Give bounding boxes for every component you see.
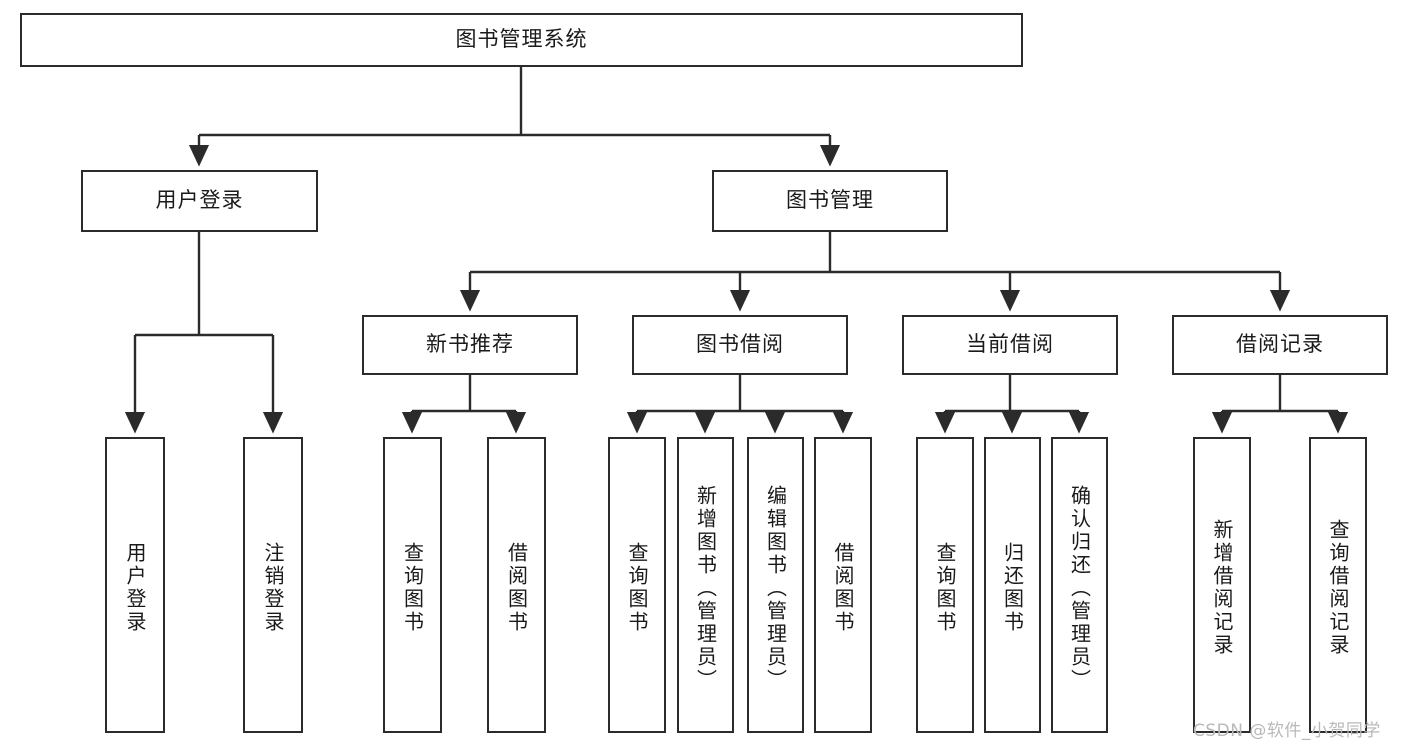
leaf-book-borrow-query[interactable]: 查询图书 [608,437,666,733]
node-label: 当前借阅 [966,332,1054,357]
leaf-current-borrow-query[interactable]: 查询图书 [916,437,974,733]
leaf-current-borrow-return[interactable]: 归还图书 [984,437,1041,733]
node-label: 新书推荐 [426,332,514,357]
node-label: 用户登录 [155,188,244,213]
leaf-book-borrow-borrow[interactable]: 借阅图书 [814,437,872,733]
node-user-login[interactable]: 用户登录 [81,170,318,232]
node-label: 查询图书 [933,542,957,634]
node-label: 编辑图书（管理员） [763,484,788,692]
leaf-borrow-record-query[interactable]: 查询借阅记录 [1309,437,1367,733]
leaf-borrow-record-add[interactable]: 新增借阅记录 [1193,437,1251,733]
node-label: 归还图书 [1000,542,1025,634]
node-book-borrow[interactable]: 图书借阅 [632,315,848,375]
leaf-new-book-query[interactable]: 查询图书 [383,437,442,733]
node-label: 用户登录 [123,542,147,634]
node-new-book-recommend[interactable]: 新书推荐 [362,315,578,375]
watermark-text: CSDN @软件_小贺同学 [1193,721,1381,741]
node-label: 图书借阅 [696,332,784,357]
node-borrow-record[interactable]: 借阅记录 [1172,315,1388,375]
node-label: 图书管理 [786,188,874,213]
node-root-system[interactable]: 图书管理系统 [20,13,1023,67]
node-label: 新增图书（管理员） [693,484,718,692]
leaf-user-login-logout[interactable]: 注销登录 [243,437,303,733]
node-label: 注销登录 [261,542,285,634]
node-label: 借阅图书 [831,542,855,634]
leaf-new-book-borrow[interactable]: 借阅图书 [487,437,546,733]
leaf-book-borrow-edit[interactable]: 编辑图书（管理员） [747,437,804,733]
node-current-borrow[interactable]: 当前借阅 [902,315,1118,375]
leaf-current-borrow-confirm[interactable]: 确认归还（管理员） [1051,437,1108,733]
node-label: 查询借阅记录 [1326,519,1350,657]
node-label: 图书管理系统 [455,27,588,52]
node-book-management[interactable]: 图书管理 [712,170,948,232]
node-label: 借阅记录 [1236,332,1324,357]
node-label: 借阅图书 [504,542,529,634]
node-label: 查询图书 [625,542,649,634]
node-label: 查询图书 [400,542,425,634]
leaf-user-login-login[interactable]: 用户登录 [105,437,165,733]
node-label: 新增借阅记录 [1210,519,1234,657]
leaf-book-borrow-add[interactable]: 新增图书（管理员） [677,437,734,733]
node-label: 确认归还（管理员） [1067,484,1092,692]
